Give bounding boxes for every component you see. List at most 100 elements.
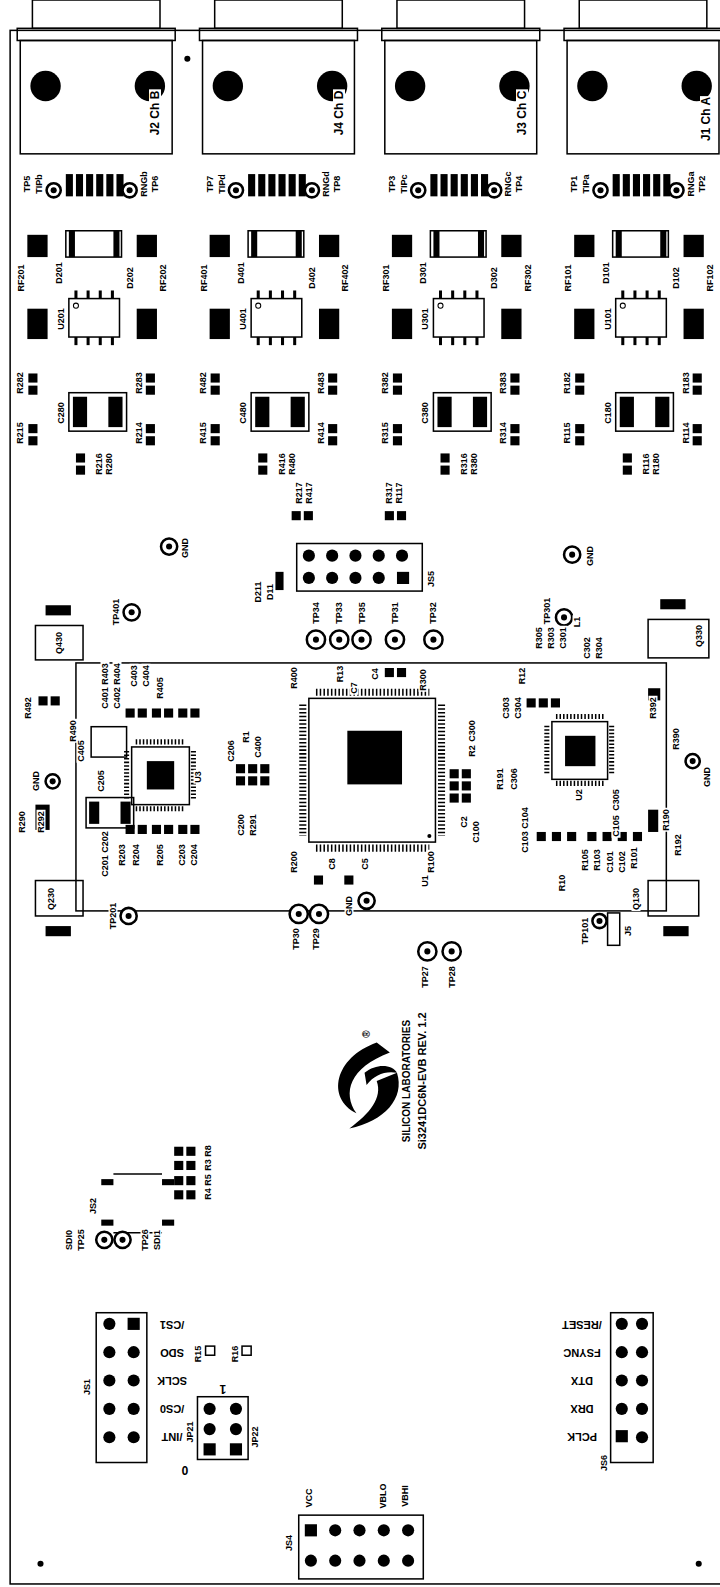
silkscreen-label: R492 [24,697,33,721]
silkscreen-label: D202 [125,267,134,291]
ic-lead [451,290,454,298]
silkscreen-label: C204 [190,843,199,867]
header-pin [103,1318,115,1330]
board-outline [10,30,720,1584]
smd-pad [510,373,519,382]
logo-swoosh [349,1073,398,1129]
silkscreen-label: GND [32,770,41,792]
ic-lead [633,290,636,298]
pin-row [299,704,306,836]
smd-pad [152,708,161,717]
silkscreen-label: R116 [642,452,651,475]
silkscreen-label: C7 [350,681,359,695]
diode-band [113,231,119,257]
silkscreen-label: R416 [277,452,286,476]
silkscreen-label: R315 [380,421,389,445]
test-point [307,631,325,649]
smd-pad [86,174,93,196]
test-point-hole [596,918,602,924]
smd-pad [206,1346,215,1355]
silkscreen-label: J4 Ch D [333,90,345,137]
ic-lead [633,337,636,345]
silkscreen-label: R100 [427,851,436,875]
smd-pad [397,511,406,520]
header-pin [396,550,408,562]
smd-pad [178,708,187,717]
silkscreen-label: R290 [18,810,27,834]
silkscreen-label: C401 [101,687,110,711]
smd-pad [258,174,265,196]
test-point-hole [50,778,56,784]
smd-pad [567,832,576,841]
silkscreen-label: R405 [156,676,165,700]
smd-pad [146,436,155,445]
pin-row [609,726,614,776]
silkscreen-label: RF201 [17,264,26,293]
silkscreen-label: TP4 [515,175,524,194]
test-point [443,942,461,960]
capacitor-pad [73,397,87,427]
smd-pad [328,424,337,433]
header-pin [373,550,385,562]
capacitor-outline [69,393,127,431]
silkscreen-label: JS4 [284,1534,293,1552]
smd-pad [236,776,245,785]
silkscreen-label: JS1 [83,1378,92,1396]
header-pin1 [128,1318,140,1330]
transistor-tab [660,599,685,609]
silkscreen-label: Q430 [54,631,63,655]
silkscreen-label: ® [362,1030,372,1039]
capacitor-pad [655,397,669,427]
capacitor-pad [620,397,634,427]
silkscreen-label: TIPd [217,173,226,195]
silkscreen-label: RF402 [341,264,350,293]
smd-pad [248,174,255,196]
capacitor-pad [473,397,487,427]
pin-row [316,845,429,852]
header-pin [616,1318,628,1330]
smd-pad [211,436,220,445]
silkscreen-label: TP31 [390,602,399,626]
silkscreen-label: TIPa [582,174,591,195]
test-point [290,905,308,923]
diode-band [660,231,666,257]
ic-outline [616,299,667,337]
test-point-hole [127,187,133,193]
test-point [124,604,140,620]
silkscreen-label: R292 [36,810,45,834]
smd-pad [126,708,135,717]
test-point [114,1232,130,1248]
jack-outline [579,0,707,28]
smd-pad [471,174,478,196]
silkscreen-label: SCLK [156,1374,188,1385]
smd-pad [164,708,173,717]
silkscreen-label: TP2 [697,175,706,194]
diode-outline [613,231,669,257]
silkscreen-label: SILICON LABORATORIES [402,1019,412,1143]
test-point [424,631,442,649]
header-pin [636,1403,648,1415]
header-pin [616,1374,628,1386]
fuse-pad [684,235,704,257]
ic-outline [132,747,190,805]
silkscreen-label: R316 [459,452,468,476]
smd-pad [623,466,632,475]
smd-pad [66,174,73,196]
pin1-mark [620,303,625,308]
silkscreen-label: GND [586,545,595,567]
silkscreen-label: R5 [203,1173,212,1187]
ic-lead [293,290,296,298]
test-point-hole [101,1237,107,1243]
silkscreen-label: Q330 [694,624,703,648]
thermal-pad [147,761,174,789]
ic-outline [251,299,302,337]
silkscreen-label: RNGa [686,171,695,198]
smd-pad [138,825,147,834]
header-outline [299,1515,424,1579]
header-pin [402,1524,414,1536]
test-point-hole [430,637,436,643]
silkscreen-label: RF401 [199,264,208,293]
silkscreen-label: C302 [583,636,592,660]
ic-outline [552,722,608,780]
fuse-pad [210,235,230,257]
